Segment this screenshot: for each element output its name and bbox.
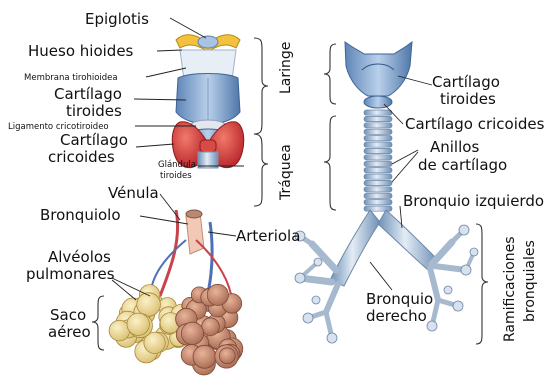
label-venula: Vénula — [108, 184, 159, 202]
trachea-ring — [364, 193, 392, 198]
trachea-ring — [364, 155, 392, 160]
label-hueso-hioides: Hueso hioides — [28, 42, 134, 60]
label-tree-cartilago-cricoides: Cartílago cricoides — [405, 115, 545, 133]
label-ramificaciones-line1: Ramificaciones — [502, 236, 518, 342]
label-arteriola: Arteriola — [236, 227, 300, 245]
label-bronquio-derecho-line1: Bronquio — [366, 290, 433, 308]
alveoli-illustration — [109, 210, 243, 375]
alveolus — [219, 348, 235, 364]
trachea-ring — [364, 206, 392, 211]
label-glandula-tiroides-line2: tiroides — [160, 171, 192, 181]
label-glandula-tiroides-line1: Glándula — [158, 160, 196, 170]
trachea-rings — [364, 110, 392, 211]
alveolus — [127, 313, 149, 335]
brace-tree-trachea — [324, 116, 336, 210]
trachea-ring — [364, 110, 392, 115]
trachea-ring — [364, 161, 392, 166]
trachea-ring — [364, 148, 392, 153]
label-ramificaciones-line2: bronquiales — [522, 240, 538, 322]
label-bronquiolo: Bronquiolo — [40, 206, 121, 224]
label-anillos-line2: de cartílago — [418, 156, 507, 174]
trachea-ring — [364, 187, 392, 192]
label-cartilago-cricoides-line1: Cartílago — [60, 131, 128, 149]
alveolus — [207, 284, 228, 305]
label-alveolos-line1: Alvéolos — [48, 248, 111, 266]
brace-tree-larynx — [324, 44, 336, 104]
trachea-ring — [364, 200, 392, 205]
trachea-ring — [364, 123, 392, 128]
trachea-ring — [364, 116, 392, 121]
label-cartilago-tiroides-line1: Cartílago — [54, 85, 122, 103]
label-saco-line1: Saco — [50, 306, 86, 324]
label-bronquio-izquierdo: Bronquio izquierdo — [403, 192, 544, 210]
alveolus — [181, 322, 203, 344]
alveolar-sac-red — [176, 284, 243, 375]
alveolus — [193, 345, 216, 368]
larynx-illustration — [172, 35, 244, 168]
label-cartilago-cricoides-line2: cricoides — [48, 148, 115, 166]
trachea-ring — [364, 168, 392, 173]
label-alveolos-line2: pulmonares — [26, 265, 115, 283]
alveolus — [202, 318, 220, 336]
label-cartilago-tiroides-line2: tiroides — [66, 102, 122, 120]
label-membrana-tirohioidea: Membrana tirohioidea — [24, 73, 118, 83]
alveolus — [109, 320, 130, 341]
label-saco-line2: aéreo — [48, 323, 91, 341]
label-laringe: Laringe — [278, 42, 294, 94]
trachea-ring — [364, 142, 392, 147]
label-bronquio-derecho-line2: derecho — [366, 307, 427, 325]
label-traquea: Tráquea — [278, 144, 294, 201]
brace-traquea — [254, 134, 268, 206]
trachea-ring — [364, 174, 392, 179]
label-tree-cartilago-tiroides-line1: Cartílago — [432, 73, 500, 91]
trachea-ring — [364, 129, 392, 134]
brace-saco — [92, 296, 104, 350]
label-tree-cartilago-tiroides-line2: tiroides — [440, 90, 496, 108]
trachea-ring — [364, 136, 392, 141]
label-anillos-line1: Anillos — [430, 138, 479, 156]
alveolus — [137, 293, 161, 317]
brace-ramificaciones — [476, 224, 488, 344]
label-epiglotis: Epiglotis — [85, 10, 149, 28]
trachea-ring — [364, 180, 392, 185]
brace-laringe — [254, 38, 268, 134]
